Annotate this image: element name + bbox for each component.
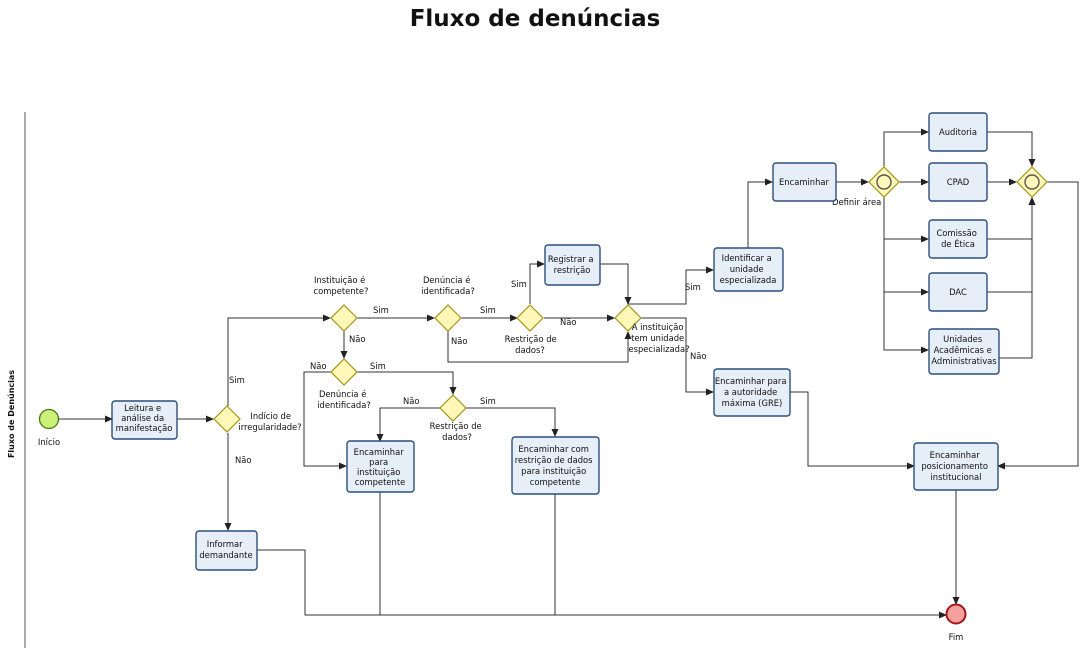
- label-especializada-sim: Sim: [685, 282, 701, 292]
- gateway-identificada1[interactable]: [434, 304, 462, 332]
- flow-labels: Sim Não Sim Não Sim Não Sim Não Sim Não …: [229, 197, 881, 465]
- flow-especializada-sim: [628, 266, 714, 305]
- label-identificada1-nao: Não: [451, 336, 468, 346]
- flow-identificar-to-encaminhar: [747, 178, 773, 248]
- svg-text:CPAD: CPAD: [947, 177, 970, 187]
- flow-area-to-dac: [883, 239, 929, 296]
- flow-gre-to-posicionamento: [790, 391, 915, 470]
- svg-text:Auditoria: Auditoria: [939, 127, 977, 137]
- label-identificada2-sim: Sim: [370, 361, 386, 371]
- task-identificar-unidade[interactable]: Identificar a unidade especializada: [713, 247, 784, 292]
- flow-area-to-auditoria: [883, 128, 929, 167]
- task-comissao-etica[interactable]: Comissão de Ética: [928, 219, 988, 259]
- gateway-identificada2[interactable]: [330, 358, 358, 386]
- task-cpad[interactable]: CPAD: [928, 162, 988, 202]
- label-definir-area: Definir área: [832, 197, 881, 207]
- end-event[interactable]: Fim: [945, 603, 967, 643]
- task-encaminhar-posicionamento[interactable]: Encaminhar posicionamento institucional: [913, 442, 999, 491]
- svg-text:Identificar a unidade: Identificar a unidade especializada: [720, 253, 777, 285]
- label-identificada2-nao: Não: [310, 361, 327, 371]
- gateway-indicio-label: Indício de irregularidade?: [238, 411, 301, 432]
- svg-text:Leitura e análise da: Leitura e análise da manifestação: [116, 403, 173, 433]
- label-competente-sim: Sim: [373, 305, 389, 315]
- flow-restricao2-nao: [376, 407, 440, 442]
- end-event-label: Fim: [949, 632, 964, 642]
- gateway-merge-areas[interactable]: [1016, 166, 1048, 198]
- svg-text:Encaminhar: Encaminhar: [779, 177, 830, 187]
- start-event-label: Início: [38, 437, 60, 447]
- gateway-identificada2-label: Denúncia é identificada?: [317, 389, 371, 410]
- flow-auditoria-to-merge: [987, 131, 1036, 167]
- flow-unidades-to-merge: [999, 197, 1036, 359]
- flow-indicio-sim: [227, 314, 331, 406]
- sequence-flows: [59, 128, 1079, 619]
- svg-text:Encaminhar com restrição: Encaminhar com restrição de dados para i…: [515, 444, 595, 487]
- flow-identificada2-sim: [357, 371, 457, 395]
- flow-identificada1-nao: [447, 331, 632, 363]
- label-restricao2-sim: Sim: [480, 396, 496, 406]
- flow-merge-to-posicionamento: [997, 181, 1079, 470]
- gateway-competente[interactable]: [330, 304, 358, 332]
- task-registrar-restricao[interactable]: Registrar a restrição: [544, 244, 601, 286]
- label-indicio-sim: Sim: [229, 375, 245, 385]
- flow-restricao1-sim: [529, 260, 545, 304]
- gateway-restricao2-label: Restrição de dados?: [430, 421, 485, 442]
- gateway-restricao1-label: Restrição de dados?: [505, 334, 560, 355]
- task-encaminhar-gre[interactable]: Encaminhar para a autoridade máxima (GRE…: [713, 368, 791, 417]
- task-unidades-academicas[interactable]: Unidades Acadêmicas e Administrativas: [928, 328, 1000, 375]
- pool: Fluxo de Denúncias: [7, 112, 26, 648]
- svg-text:Informar demandante: Informar demandante: [199, 539, 252, 560]
- gateway-restricao1[interactable]: [516, 304, 544, 332]
- flow-registrar-to-gw: [600, 263, 632, 305]
- gateway-labels: Indício de irregularidade? Instituição é…: [238, 275, 689, 442]
- start-event[interactable]: Início: [38, 408, 60, 448]
- label-restricao1-sim: Sim: [511, 279, 527, 289]
- diagram-title: Fluxo de denúncias: [409, 6, 661, 32]
- flow-restricao2-sim: [466, 407, 559, 437]
- gateway-unidade-especializada[interactable]: [614, 304, 642, 332]
- label-especializada-nao: Não: [690, 351, 707, 361]
- gateway-definir-area[interactable]: [868, 166, 900, 198]
- task-encaminhar[interactable]: Encaminhar: [772, 162, 837, 202]
- task-leitura[interactable]: Leitura e análise da manifestação: [111, 400, 178, 440]
- gateway-identificada1-label: Denúncia é identificada?: [421, 275, 475, 296]
- gateway-restricao2[interactable]: [439, 394, 467, 422]
- flow-area-to-etica: [883, 197, 929, 243]
- flow-to-end: [257, 549, 947, 619]
- task-informar-demandante[interactable]: Informar demandante: [195, 530, 258, 571]
- label-competente-nao: Não: [349, 334, 366, 344]
- pool-label: Fluxo de Denúncias: [7, 370, 16, 458]
- flow-especializada-nao: [641, 317, 714, 396]
- svg-text:Encaminhar para a autori: Encaminhar para a autoridade máxima (GRE…: [715, 376, 789, 408]
- flow-identificada2-nao: [303, 371, 347, 470]
- flow-etica-to-merge: [987, 197, 1036, 240]
- label-indicio-nao: Não: [235, 455, 252, 465]
- gateway-competente-label: Instituição é competente?: [314, 275, 369, 296]
- label-identificada1-sim: Sim: [480, 305, 496, 315]
- flow-dac-to-merge: [987, 197, 1036, 293]
- svg-text:Registrar a restrição: Registrar a restrição: [548, 254, 596, 275]
- svg-text:Comissão de Ética: Comissão de Ética: [936, 228, 979, 249]
- label-restricao2-nao: Não: [403, 396, 420, 406]
- task-auditoria[interactable]: Auditoria: [928, 112, 988, 152]
- flow-area-to-unidades: [883, 292, 929, 354]
- svg-text:Encaminhar para in: Encaminhar para instituição competente: [354, 447, 407, 487]
- gateway-indicio[interactable]: [213, 405, 241, 433]
- gateway-especializada-label: A instituição tem unidade especializada?: [628, 322, 689, 354]
- svg-text:Unidades Acadêmicas e: Unidades Acadêmicas e Administrativas: [931, 334, 996, 366]
- task-dac[interactable]: DAC: [928, 272, 988, 312]
- label-restricao1-nao: Não: [560, 317, 577, 327]
- task-encaminhar-restricao[interactable]: Encaminhar com restrição de dados para i…: [511, 436, 600, 495]
- task-encaminhar-competente[interactable]: Encaminhar para instituição competente: [346, 440, 415, 493]
- svg-text:DAC: DAC: [949, 287, 967, 297]
- svg-text:Encaminhar posicionament: Encaminhar posicionamento institucional: [921, 450, 990, 482]
